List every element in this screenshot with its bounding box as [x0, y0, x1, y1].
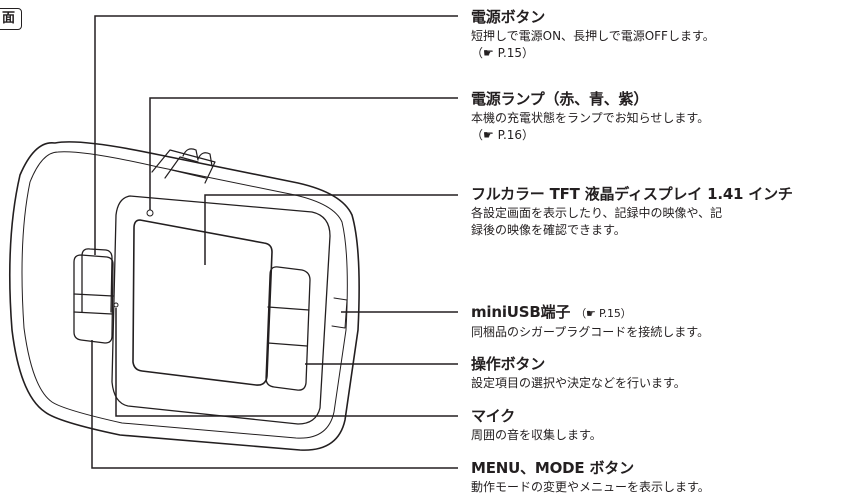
leader-power-lamp	[149, 97, 458, 210]
callout-title: MENU、MODE ボタン	[471, 459, 634, 477]
callout-line: 同梱品のシガープラグコードを接続します。	[471, 325, 710, 339]
power-button	[81, 248, 113, 313]
callout-title: フルカラー TFT 液晶ディスプレイ 1.41 インチ	[471, 185, 793, 203]
power-lamp	[146, 209, 154, 217]
menu-mode-buttons	[73, 254, 114, 344]
callout-title: 電源ランプ（赤、青、紫）	[471, 90, 649, 108]
callout-line: 各設定画面を表示したり、記録中の映像や、記	[471, 206, 723, 220]
callout-title: 操作ボタン	[471, 355, 546, 373]
callout-mic: マイク 周囲の音を収集します。	[471, 407, 843, 444]
miniusb-port	[331, 297, 348, 329]
leader-mic	[115, 308, 458, 417]
callout-line: 設定項目の選択や決定などを行います。	[471, 376, 686, 390]
front-panel	[111, 195, 331, 425]
callout-title: miniUSB端子 （☛ P.15）	[471, 303, 843, 323]
callout-line: 本機の充電状態をランプでお知らせします。	[471, 111, 710, 125]
callout-title-text: miniUSB端子	[471, 303, 571, 321]
callout-description: 短押しで電源ON、長押しで電源OFFします。 （☛ P.15）	[471, 28, 843, 62]
callout-description: 動作モードの変更やメニューを表示します。	[471, 479, 843, 496]
leader-lcd	[204, 194, 458, 265]
callout-line: 短押しで電源ON、長押しで電源OFFします。	[471, 29, 715, 43]
callout-line: 動作モードの変更やメニューを表示します。	[471, 480, 710, 494]
callout-description: 同梱品のシガープラグコードを接続します。	[471, 324, 843, 341]
device-body-outer	[8, 141, 360, 451]
callout-power-button: 電源ボタン 短押しで電源ON、長押しで電源OFFします。 （☛ P.15）	[471, 8, 843, 62]
operation-buttons	[265, 266, 311, 391]
section-tab: 面	[0, 8, 22, 30]
callout-title: 電源ボタン	[471, 8, 546, 26]
callout-description: 各設定画面を表示したり、記録中の映像や、記 録後の映像を確認できます。	[471, 205, 843, 239]
callout-title: マイク	[471, 407, 516, 425]
top-mount	[151, 148, 216, 184]
callout-page-ref: （☛ P.16）	[471, 128, 535, 142]
leader-menu-mode	[91, 340, 458, 469]
callout-page-ref: （☛ P.15）	[575, 307, 632, 320]
callout-miniusb: miniUSB端子 （☛ P.15） 同梱品のシガープラグコードを接続します。	[471, 303, 843, 341]
callout-description: 周囲の音を収集します。	[471, 427, 843, 444]
callout-line: 周囲の音を収集します。	[471, 428, 602, 442]
lcd-screen	[132, 219, 273, 386]
callout-power-lamp: 電源ランプ（赤、青、紫） 本機の充電状態をランプでお知らせします。 （☛ P.1…	[471, 90, 843, 144]
callout-lcd-display: フルカラー TFT 液晶ディスプレイ 1.41 インチ 各設定画面を表示したり、…	[471, 185, 843, 239]
callout-description: 設定項目の選択や決定などを行います。	[471, 375, 843, 392]
device-body-inner	[21, 151, 348, 439]
callout-menu-mode: MENU、MODE ボタン 動作モードの変更やメニューを表示します。	[471, 459, 843, 496]
callout-page-ref: （☛ P.15）	[471, 46, 535, 60]
callout-description: 本機の充電状態をランプでお知らせします。 （☛ P.16）	[471, 110, 843, 144]
leader-power-button	[94, 15, 458, 255]
mic-hole	[113, 302, 119, 308]
callout-line: 録後の映像を確認できます。	[471, 223, 626, 237]
callout-operation-buttons: 操作ボタン 設定項目の選択や決定などを行います。	[471, 355, 843, 392]
